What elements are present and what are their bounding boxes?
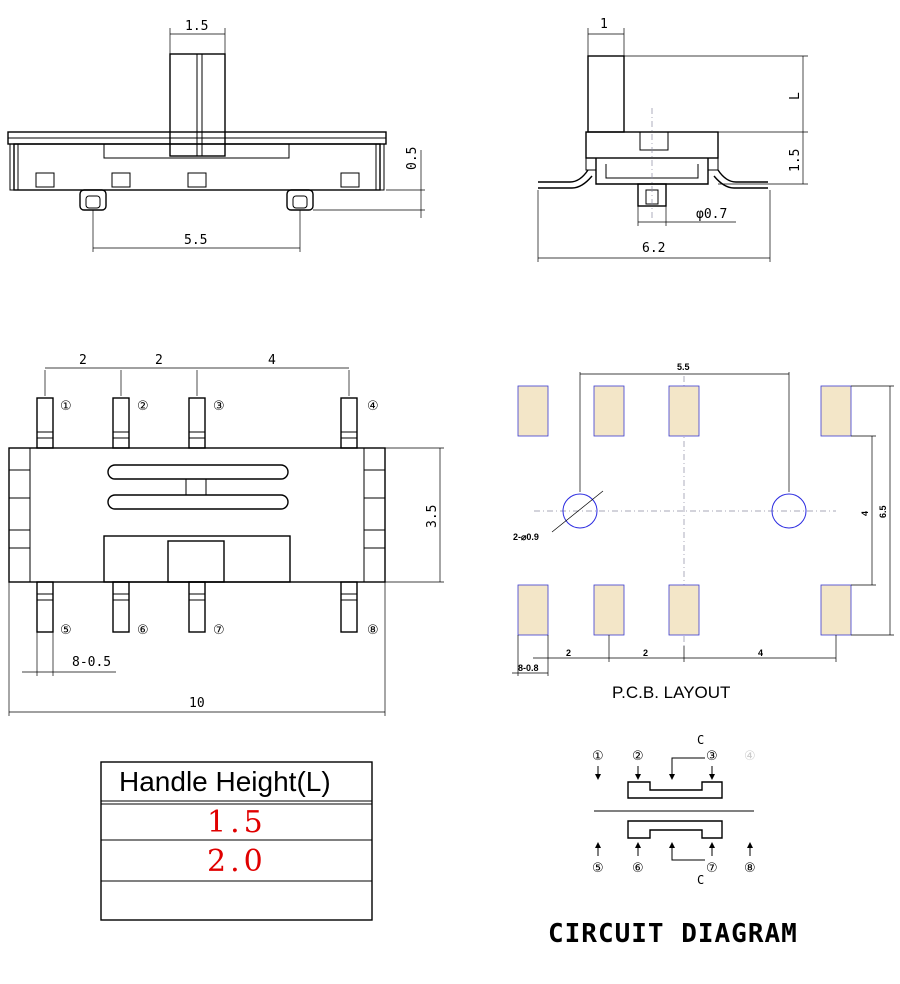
top-overall-length: 10 xyxy=(189,696,205,711)
top-pitch-1: 2 xyxy=(79,353,87,368)
pin-7-label: ⑦ xyxy=(213,623,225,638)
pcb-layout: 5.5 2-⌀0.9 4 6.5 2 2 4 8 xyxy=(512,362,894,702)
pcb-row-spacing: 4 xyxy=(860,511,870,516)
circuit-pin-2: ② xyxy=(632,749,644,764)
pcb-pitch-3: 4 xyxy=(758,648,763,658)
pin-5-label: ⑤ xyxy=(60,623,72,638)
side-view: 1.5 0.5 5.5 xyxy=(7,19,425,252)
pcb-pad xyxy=(820,584,852,636)
circuit-pin-1: ① xyxy=(592,749,604,764)
table-header: Handle Height(L) xyxy=(119,766,331,797)
side-handle-width: 1.5 xyxy=(185,19,208,34)
end-handle-width: 1 xyxy=(600,17,608,32)
top-pin-width: 8-0.5 xyxy=(72,655,111,670)
pcb-caption: P.C.B. LAYOUT xyxy=(612,683,730,702)
end-view: 1 L 1.5 φ0.7 6.2 xyxy=(537,17,808,262)
top-pins-upper xyxy=(36,397,358,449)
pcb-pad xyxy=(517,584,549,636)
handle-height-table: Handle Height(L) 1.5 2.0 xyxy=(100,761,373,921)
top-pitch-2: 2 xyxy=(155,353,163,368)
top-pins-lower xyxy=(36,581,358,633)
pcb-pitch-2: 2 xyxy=(643,648,648,658)
table-row-value: 2.0 xyxy=(207,844,267,879)
pin-6-label: ⑥ xyxy=(137,623,149,638)
pin-2-label: ② xyxy=(137,399,149,414)
side-standoff: 0.5 xyxy=(405,147,420,170)
top-body-width: 3.5 xyxy=(425,505,440,528)
pcb-pad xyxy=(593,385,625,437)
pcb-pad xyxy=(820,385,852,437)
circuit-pin-3: ③ xyxy=(706,749,718,764)
side-pin-pitch: 5.5 xyxy=(184,233,207,248)
circuit-pin-6: ⑥ xyxy=(632,861,644,876)
circuit-common-bottom: C xyxy=(697,873,704,887)
circuit-pin-4: ④ xyxy=(744,749,756,764)
circuit-pin-5: ⑤ xyxy=(592,861,604,876)
end-handle xyxy=(587,55,625,133)
pcb-pad xyxy=(593,584,625,636)
top-body xyxy=(8,447,386,583)
pcb-pad-width: 8-0.8 xyxy=(518,663,539,673)
pin-1-label: ① xyxy=(60,399,72,414)
pcb-hole-left xyxy=(562,493,598,529)
table-row-value: 1.5 xyxy=(207,805,267,840)
pcb-hole-spec: 2-⌀0.9 xyxy=(513,532,539,542)
pcb-pad xyxy=(668,385,700,437)
end-body-height: 1.5 xyxy=(788,149,803,172)
circuit-pin-8: ⑧ xyxy=(744,861,756,876)
circuit-title: CIRCUIT DIAGRAM xyxy=(548,919,798,949)
top-view: 2 2 4 ① ② ③ ④ xyxy=(8,353,444,716)
circuit-diagram: ① ② ③ ④ C ⑤ ⑥ ⑦ ⑧ C CIRCUIT DIAGRAM xyxy=(548,733,798,949)
pcb-pad-overall: 6.5 xyxy=(878,505,888,518)
pin-3-label: ③ xyxy=(213,399,225,414)
pcb-hole-spacing: 5.5 xyxy=(677,362,690,372)
end-handle-height: L xyxy=(788,92,803,100)
pcb-pad xyxy=(668,584,700,636)
circuit-common-top: C xyxy=(697,733,704,747)
end-pin-diameter: φ0.7 xyxy=(696,207,727,222)
pcb-pad xyxy=(517,385,549,437)
top-pitch-3: 4 xyxy=(268,353,276,368)
end-overall-width: 6.2 xyxy=(642,241,665,256)
pin-4-label: ④ xyxy=(367,399,379,414)
pcb-hole-right xyxy=(771,493,807,529)
circuit-pin-7: ⑦ xyxy=(706,861,718,876)
pcb-pitch-1: 2 xyxy=(566,648,571,658)
pin-8-label: ⑧ xyxy=(367,623,379,638)
